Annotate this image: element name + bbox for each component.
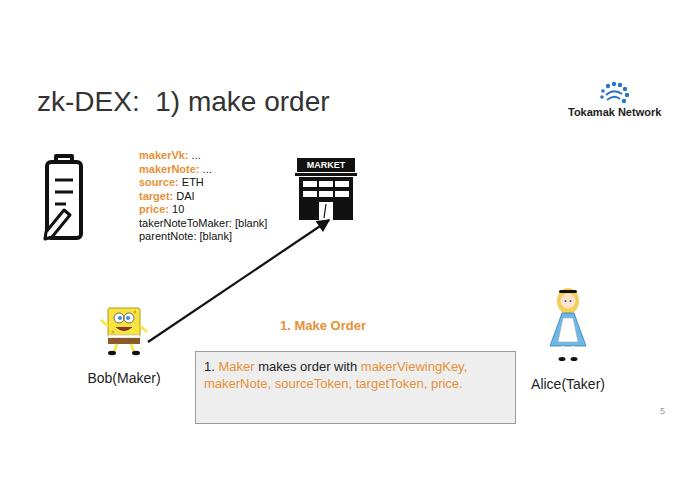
actor-name: Bob(Maker) [87, 370, 160, 386]
figure-leg [131, 344, 134, 352]
description-word: 1. [204, 359, 218, 374]
figure-shoe [108, 351, 116, 355]
figure-shirt [108, 335, 140, 338]
field-value: ... [200, 163, 212, 175]
order-field: takerNoteToMaker: [blank] [139, 217, 267, 230]
field-value: ... [189, 149, 201, 161]
building-door [319, 202, 333, 220]
figure-dress [550, 313, 586, 346]
field-key: makerNote: [139, 163, 200, 175]
description-text: 1. Maker makes order with makerViewingKe… [204, 358, 507, 392]
actor-name: Alice(Taker) [531, 376, 605, 392]
figure-shoe [132, 351, 140, 355]
figure-pants [108, 338, 140, 344]
clipboard-line [55, 179, 73, 182]
field-key: price: [139, 203, 169, 215]
description-word: with [334, 359, 361, 374]
description-word: price. [431, 376, 463, 391]
building-window [319, 181, 333, 187]
order-field: makerNote: ... [139, 163, 212, 176]
logo-dot [612, 82, 616, 86]
clipboard-clip [56, 156, 72, 162]
field-value: 10 [169, 203, 184, 215]
clipboard-line [55, 203, 66, 206]
figure-arm [140, 326, 147, 332]
field-value: DAI [173, 190, 194, 202]
figure-pupil [126, 316, 130, 320]
logo-dot [600, 95, 604, 99]
pencil-icon [45, 210, 70, 239]
figure-pupil [118, 316, 122, 320]
figure-bow [559, 290, 577, 293]
maker-figure: Bob(Maker) [100, 306, 148, 356]
market-building: MARKET [295, 158, 357, 220]
description-word: order [300, 359, 334, 374]
figure-spot [111, 330, 114, 333]
description-box: 1. Maker makes order with makerViewingKe… [195, 351, 516, 424]
description-word: Maker [218, 359, 258, 374]
clipboard-board [47, 162, 81, 238]
field-key: target: [139, 190, 173, 202]
building-window [303, 191, 317, 197]
order-field: parentNote: [blank] [139, 230, 232, 243]
order-field: target: DAI [139, 190, 195, 203]
logo-arc [606, 91, 622, 95]
figure-apron [558, 318, 578, 342]
description-word: sourceToken, [275, 376, 356, 391]
building-window [335, 191, 349, 197]
logo-dot [623, 87, 627, 91]
order-field: source: ETH [139, 176, 204, 189]
logo-dot [625, 93, 629, 97]
logo-dot [622, 99, 626, 103]
page-number: 5 [660, 405, 665, 418]
figure-mouth [116, 327, 132, 331]
description-word: targetToken, [356, 376, 431, 391]
field-value: ETH [179, 176, 204, 188]
description-word: makes [258, 359, 300, 374]
figure-shoe [559, 357, 566, 361]
logo-arc [607, 97, 620, 100]
building-window [319, 191, 333, 197]
building-door-line [324, 204, 326, 218]
taker-figure: Alice(Taker) [545, 288, 591, 362]
figure-leg [114, 344, 117, 352]
flow-arrow [148, 220, 329, 342]
logo-dot [606, 84, 610, 88]
figure-eye [565, 300, 567, 302]
sign-text: MARKET [295, 159, 357, 171]
clipboard-icon [45, 156, 81, 239]
field-key: source: [139, 176, 179, 188]
building-window [335, 181, 349, 187]
figure-spot [134, 311, 137, 314]
logo-text: Tokamak Network [568, 106, 661, 119]
alice-figure [545, 288, 591, 362]
figure-arm [101, 320, 108, 326]
step-label: 1. Make Order [280, 319, 366, 332]
sponge-figure [100, 306, 148, 356]
slide-title: zk-DEX: 1) make order [37, 86, 330, 118]
building-body [299, 177, 353, 220]
building-window [303, 181, 317, 187]
figure-hair [557, 288, 579, 314]
description-word: makerViewingKey, [361, 359, 471, 374]
order-field: makerVk: ... [139, 149, 201, 162]
logo-dot [618, 83, 622, 87]
field-key: makerVk: [139, 149, 189, 161]
description-word: makerNote, [204, 376, 275, 391]
figure-shoe [571, 357, 578, 361]
logo-dot [601, 89, 605, 93]
logo-icon [600, 82, 629, 103]
clipboard-line [55, 191, 73, 194]
figure-eye [114, 313, 124, 323]
building-awning [295, 173, 357, 176]
figure-body [108, 308, 140, 337]
order-field: price: 10 [139, 203, 184, 216]
figure-face [561, 294, 576, 309]
figure-eye [570, 300, 572, 302]
figure-leg [562, 346, 565, 357]
figure-eye [124, 313, 134, 323]
figure-leg [572, 346, 575, 357]
